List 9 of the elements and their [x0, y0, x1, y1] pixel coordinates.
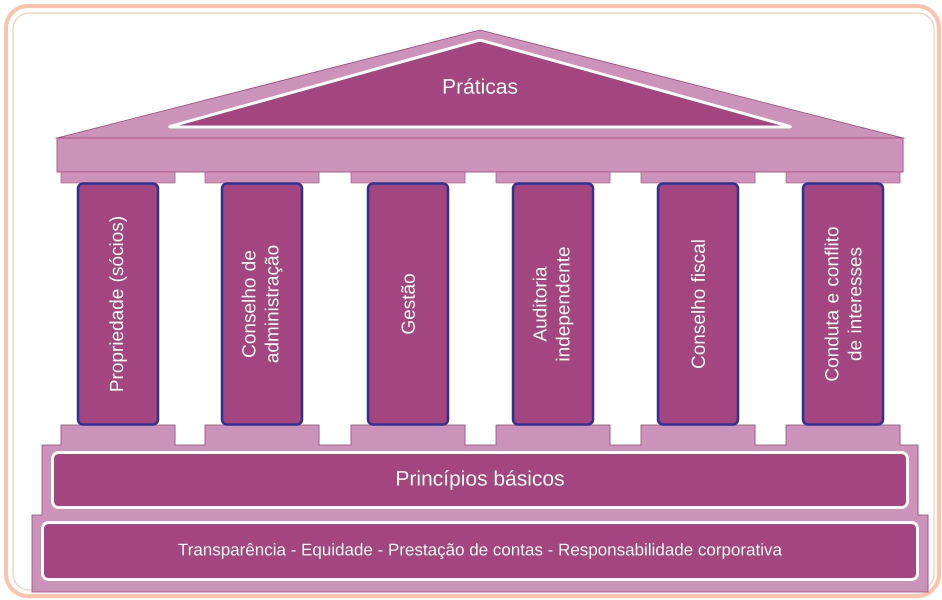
column-box: Gestão — [366, 182, 450, 426]
column-box: Conselho de administração — [220, 182, 304, 426]
values-box: Transparência - Equidade - Prestação de contas - Responsabilidade corporativa — [41, 521, 920, 581]
column-box: Propriedade (sócios) — [76, 182, 160, 426]
column-box: Conduta e conflito de interesses — [802, 182, 884, 426]
principles-box: Princípios básicos — [51, 451, 909, 509]
column-box: Conselho fiscal — [656, 182, 740, 426]
pediment-triangle: Práticas — [168, 38, 792, 128]
column-box: Auditoria independente — [512, 182, 594, 426]
